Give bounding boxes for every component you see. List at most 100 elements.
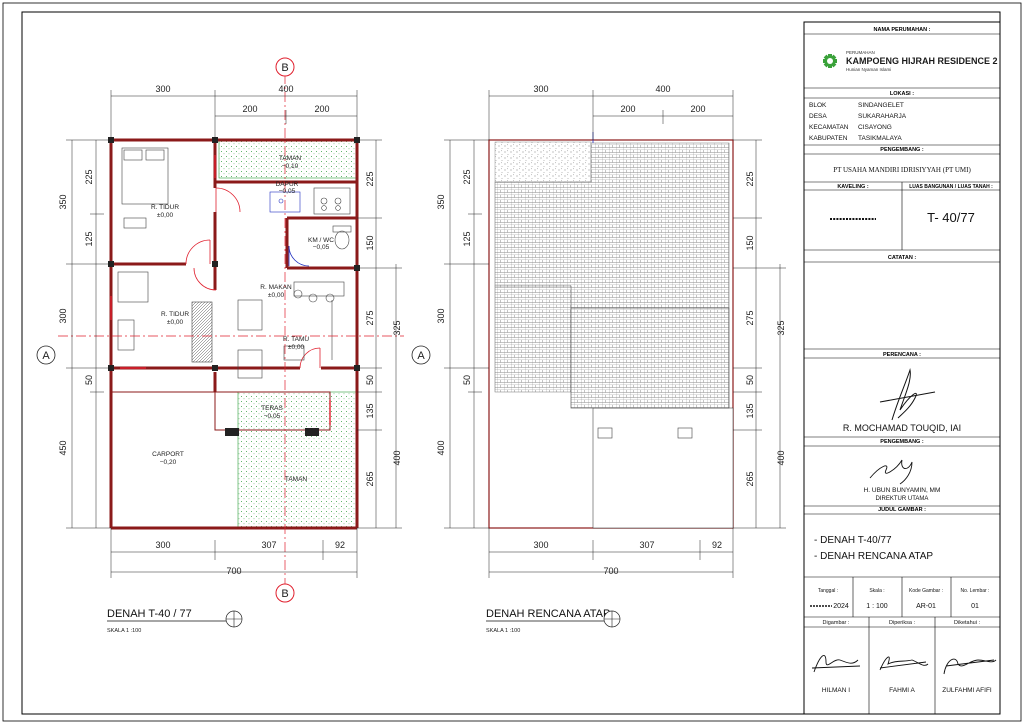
dim-right-6: 265 [365, 471, 375, 486]
label-kode: Kode Gambar : [909, 588, 943, 594]
roof-columns [597, 427, 693, 439]
roof-dim-bottom-3: 92 [712, 540, 722, 550]
lokasi-blok-value: SINDANGELET [858, 102, 904, 109]
roof-dim-right-2: 275 [745, 310, 755, 325]
dim-right-2: 275 [365, 310, 375, 325]
roof-dim-bottom-1: 300 [533, 540, 548, 550]
windows [110, 155, 331, 425]
roof-north-icon [603, 610, 621, 628]
svg-text:A: A [417, 350, 425, 362]
digambar-name: HILMAN I [822, 687, 850, 694]
dim-right-0: 225 [365, 171, 375, 186]
room-teras: TERAS [261, 405, 283, 412]
lokasi-kabupaten-value: TASIKMALAYA [858, 135, 902, 142]
perencana-name: R. MOCHAMAD TOUQID, IAI [843, 423, 961, 433]
lokasi-blok-key: BLOK [809, 102, 827, 109]
label-luas: LUAS BANGUNAN / LUAS TANAH : [909, 184, 993, 190]
roof-tiles-left [494, 285, 572, 393]
room-kmwc-level: −0,05 [313, 244, 330, 251]
grid-bubble-b-bottom: B [275, 583, 295, 603]
room-tamu: R. TAMU [283, 336, 309, 343]
signature-diperiksa [879, 656, 929, 671]
doors [185, 187, 321, 369]
room-dapur: DAPUR [276, 181, 299, 188]
signature-digambar [811, 654, 861, 673]
dim-left-2: 125 [84, 231, 94, 246]
room-tidur-1-level: ±0,00 [157, 212, 174, 219]
lokasi-kecamatan-value: CISAYONG [858, 124, 892, 131]
dim-bottom-total: 700 [226, 566, 241, 576]
label-lokasi: LOKASI : [890, 91, 914, 97]
dim-left-5: 450 [58, 440, 68, 455]
room-dapur-level: −0,05 [279, 188, 296, 195]
room-tidur-1: R. TIDUR [151, 204, 179, 211]
label-pengembang: PENGEMBANG : [880, 147, 924, 153]
plan-dimension-lines [66, 90, 402, 578]
dim-left-3: 300 [58, 308, 68, 323]
room-makan-level: ±0,00 [268, 292, 285, 299]
plan-title: DENAH T-40 / 77 [107, 608, 192, 620]
dim-right-5: 135 [365, 403, 375, 418]
pengembang-name: PT USAHA MANDIRI IDRISIYYAH (PT UMI) [833, 166, 971, 174]
lokasi-desa-value: SUKARAHARJA [858, 113, 907, 120]
room-taman-top: TAMAN [279, 155, 302, 162]
roof-dim-bottom-total: 700 [603, 566, 618, 576]
svg-text:B: B [281, 588, 288, 600]
roof-dim-bottom-2: 307 [639, 540, 654, 550]
logo-small-text: PERUMAHAN [846, 50, 875, 55]
room-taman-bottom: TAMAN [285, 476, 308, 483]
signature-pengembang [869, 459, 913, 485]
roof-dim-right-0: 225 [745, 171, 755, 186]
pengembang2-title: DIREKTUR UTAMA [876, 496, 929, 502]
floor-plan: B B A A 300 400 [36, 57, 431, 634]
diperiksa-name: FAHMI A [889, 687, 915, 694]
label-tanggal: Tanggal : [818, 588, 838, 594]
roof-dim-right-3: 325 [776, 320, 786, 335]
logo-tagline: Hunian Nyaman Islami [846, 67, 891, 72]
room-carport: CARPORT [152, 451, 184, 458]
lokasi-kabupaten-key: KABUPATEN [809, 135, 848, 142]
garden-top [218, 139, 358, 179]
plan-scale: SKALA 1 :100 [107, 628, 141, 634]
svg-text:A: A [42, 350, 50, 362]
roof-dim-left-0: 350 [436, 194, 446, 209]
room-tamu-level: ±0,00 [288, 344, 305, 351]
dim-left-4: 50 [84, 375, 94, 385]
carport-outline [592, 407, 734, 529]
roof-dim-left-1: 225 [462, 169, 472, 184]
dim-right-7: 400 [392, 450, 402, 465]
tanggal-value: 2024 [833, 603, 849, 610]
room-tidur-2-level: ±0,00 [167, 319, 184, 326]
label-kaveling: KAVELING : [837, 184, 869, 190]
room-kmwc: KM / WC [308, 237, 334, 244]
roof-dim-top-right: 400 [655, 84, 670, 94]
grid-axes [58, 74, 404, 585]
skala-value: 1 : 100 [866, 603, 888, 610]
roof-dim-left-3: 300 [436, 308, 446, 323]
label-judul-gambar: JUDUL GAMBAR : [878, 507, 926, 513]
label-skala: Skala : [869, 588, 884, 594]
label-diperiksa: Diperiksa : [889, 620, 915, 626]
logo-name: KAMPOENG HIJRAH RESIDENCE 2 [846, 56, 998, 66]
roof-scale: SKALA 1 :100 [486, 628, 520, 634]
roof-tiles-front [570, 307, 730, 409]
dim-bottom-2: 307 [261, 540, 276, 550]
roof-dim-right-7: 400 [776, 450, 786, 465]
svg-text:B: B [281, 62, 288, 74]
label-perencana: PERENCANA : [883, 352, 921, 358]
judul-gambar-2: - DENAH RENCANA ATAP [814, 551, 933, 562]
roof-dimension-lines [444, 90, 786, 578]
garden-bottom [237, 391, 358, 529]
judul-gambar-1: - DENAH T-40/77 [814, 535, 892, 546]
logo-icon [823, 54, 837, 68]
roof-dim-top-sub1: 200 [620, 104, 635, 114]
dim-top-right: 400 [278, 84, 293, 94]
north-icon [225, 610, 243, 628]
lembar-value: 01 [971, 603, 979, 610]
dim-right-1: 150 [365, 235, 375, 250]
lokasi-desa-key: DESA [809, 113, 827, 120]
title-block: NAMA PERUMAHAN : PERUMAHAN KAMPOENG HIJR… [803, 21, 1001, 715]
label-pengembang-2: PENGEMBANG : [880, 439, 924, 445]
roof-title: DENAH RENCANA ATAP [486, 608, 610, 620]
